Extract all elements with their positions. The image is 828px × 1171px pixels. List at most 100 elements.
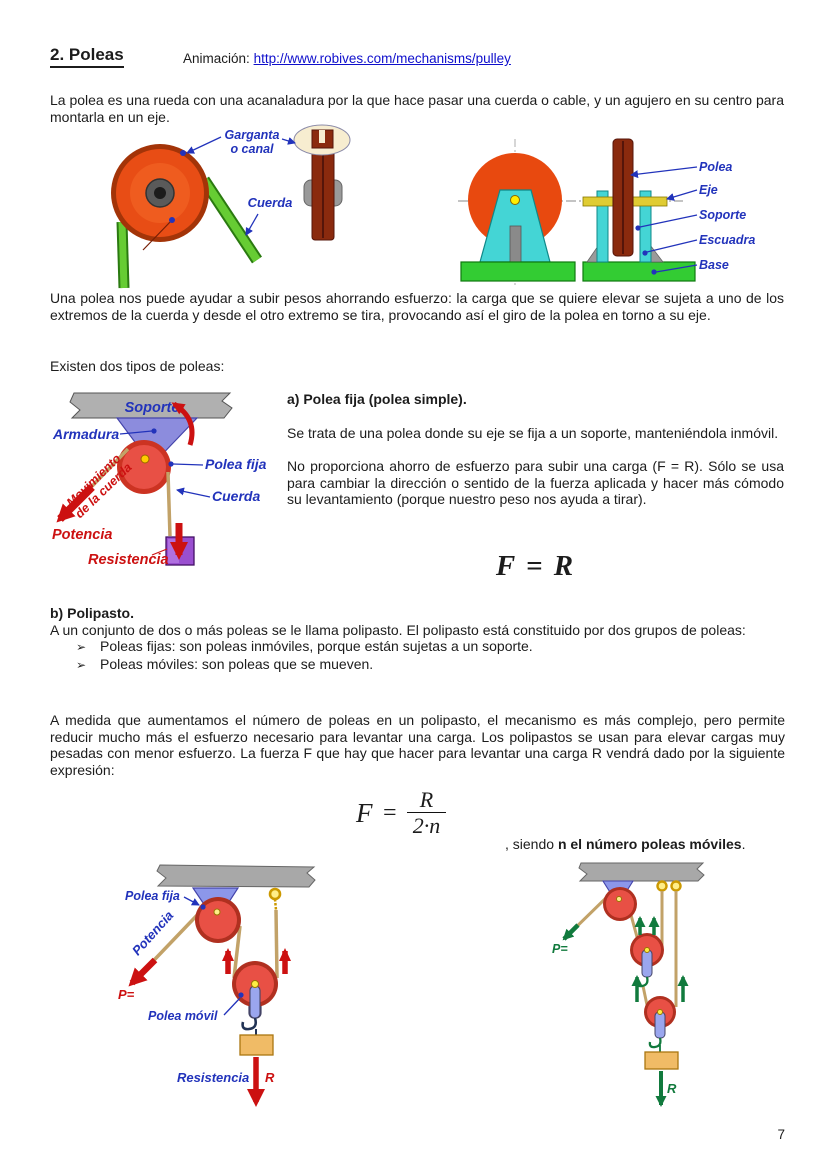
hook <box>241 1017 258 1031</box>
bullet-text: Poleas fijas: son poleas inmóviles, porq… <box>100 638 533 654</box>
cuerda-label: Cuerda <box>248 195 293 210</box>
polea-arrow <box>630 166 698 179</box>
section-a: a) Polea fija (polea simple). Se trata d… <box>287 391 784 508</box>
figure-polipasto-2: P= R <box>552 862 705 1107</box>
polea-fija-label: Polea fija <box>125 889 180 903</box>
bottom-movable-pulley <box>644 996 676 1052</box>
potencia-arrow <box>56 484 95 523</box>
formula-note: , siendo n el número poleas móviles. <box>505 836 745 852</box>
rotation-arrow <box>171 401 195 446</box>
pulley-side-view <box>293 124 351 241</box>
resistencia-label: Resistencia <box>177 1070 249 1085</box>
eye-bolts <box>656 880 682 892</box>
formula-polipasto: F = R 2·n <box>356 787 447 838</box>
pulley-wheel-front <box>111 144 209 251</box>
p-label: P= <box>118 987 135 1002</box>
support-beam <box>69 392 233 419</box>
page-number: 7 <box>777 1127 785 1142</box>
figure-polea-fija: Soporte Movimiento de la cuerda Armadura… <box>52 392 267 568</box>
eye-bolt <box>268 887 282 911</box>
middle-movable-pulley <box>630 933 664 988</box>
load-box <box>644 1051 679 1070</box>
animation-label: Animación: <box>183 51 250 66</box>
paragraph-intro: La polea es una rueda con una acanaladur… <box>50 92 784 125</box>
formula-f-equals-r: F = R <box>495 550 576 582</box>
note-suffix: . <box>741 836 746 852</box>
armadura-label: Armadura <box>52 426 119 442</box>
formula-numerator: R <box>419 787 434 812</box>
bullet-marker: ➢ <box>76 657 87 672</box>
rope-right <box>274 909 279 979</box>
garganta-label-line2: o canal <box>230 142 274 156</box>
section-b: b) Polipasto. A un conjunto de dos o más… <box>50 605 785 673</box>
figure-mounted-pulley: Polea Eje Soporte Escuadra Base <box>458 138 755 285</box>
support-beam <box>578 862 705 882</box>
rope-hook-to-bottom <box>641 985 649 1006</box>
support-beam <box>156 864 316 888</box>
paragraph-ayudar: Una polea nos puede ayudar a subir pesos… <box>50 290 784 323</box>
animation-link[interactable]: http://www.robives.com/mechanisms/pulley <box>253 51 511 66</box>
section-a-paragraph-2: No proporciona ahorro de esfuerzo para s… <box>287 458 784 507</box>
rope-strands <box>116 176 263 289</box>
potencia-label: Potencia <box>129 908 176 958</box>
armadura-pointer <box>119 430 153 435</box>
section-b-heading: b) Polipasto. <box>50 605 134 621</box>
bullet-item-poleas-fijas: ➢ Poleas fijas: son poleas inmóviles, po… <box>50 638 785 656</box>
section-a-heading: a) Polea fija (polea simple). <box>287 391 467 407</box>
rope-vertical <box>166 471 172 537</box>
formula-denominator: 2·n <box>406 812 447 838</box>
polea-label: Polea <box>699 160 732 174</box>
figure-pulley-rope: Garganta o canal Cuerda <box>111 124 351 289</box>
resistencia-pointer <box>151 548 168 556</box>
base-pointer <box>655 264 698 273</box>
polea-movil-pointer <box>223 997 241 1016</box>
movimiento-label: Movimiento de la cuerda <box>64 451 135 521</box>
r-label: R <box>667 1081 677 1096</box>
rope-left <box>232 925 242 979</box>
formula-lhs: F <box>356 797 373 828</box>
front-view <box>460 153 576 282</box>
cuerda-arrow <box>176 487 211 498</box>
potencia-arrow <box>562 923 580 941</box>
cuerda-label: Cuerda <box>212 488 260 504</box>
polea-movil-label: Polea móvil <box>148 1009 218 1023</box>
note-prefix: , siendo <box>505 836 558 852</box>
animation-line: Animación: http://www.robives.com/mechan… <box>183 51 511 66</box>
cuerda-arrow <box>245 213 259 236</box>
fixed-pulley <box>195 897 241 943</box>
hook <box>648 1037 662 1049</box>
soporte-label: Soporte <box>125 400 180 416</box>
note-bold: n el número poleas móviles <box>557 836 742 852</box>
part-labels: Polea Eje Soporte Escuadra Base <box>630 160 755 275</box>
eje-arrow <box>666 189 698 201</box>
formula-equals: = <box>381 799 398 826</box>
polea-fija-pointer <box>183 896 200 906</box>
eje-label: Eje <box>699 183 718 197</box>
rope-fixed-to-middle <box>629 914 639 938</box>
potencia-arrow <box>128 957 158 987</box>
polea-fija-label: Polea fija <box>205 456 267 472</box>
pulley-wheel <box>117 440 171 494</box>
base-label: Base <box>699 258 729 272</box>
load-box <box>239 1034 274 1056</box>
escuadra-label: Escuadra <box>699 233 755 247</box>
soporte-label: Soporte <box>699 208 746 222</box>
escuadra-pointer <box>646 239 698 253</box>
section-b-paragraph-1: A un conjunto de dos o más poleas se le … <box>50 621 746 638</box>
movable-pulley <box>232 961 278 1036</box>
armature-triangle <box>115 417 199 466</box>
bullet-item-poleas-moviles: ➢ Poleas móviles: son poleas que se muev… <box>50 656 785 674</box>
p-label: P= <box>552 942 568 956</box>
formula-fraction: R 2·n <box>406 787 447 838</box>
r-label: R <box>265 1070 275 1085</box>
soporte-pointer <box>639 214 698 228</box>
figure-polipasto-1: Polea fija Potencia P= Polea móvil Resis… <box>118 864 316 1107</box>
section-b-paragraph-2: A medida que aumentamos el número de pol… <box>50 712 785 778</box>
paragraph-tipos: Existen dos tipos de poleas: <box>50 358 225 374</box>
potencia-label: Potencia <box>52 527 112 543</box>
garganta-label-line1: Garganta <box>225 128 280 142</box>
section-a-paragraph-1: Se trata de una polea donde su eje se fi… <box>287 424 779 441</box>
page-title: 2. Poleas <box>50 45 124 68</box>
svg-text:Potencia: Potencia <box>129 908 176 958</box>
